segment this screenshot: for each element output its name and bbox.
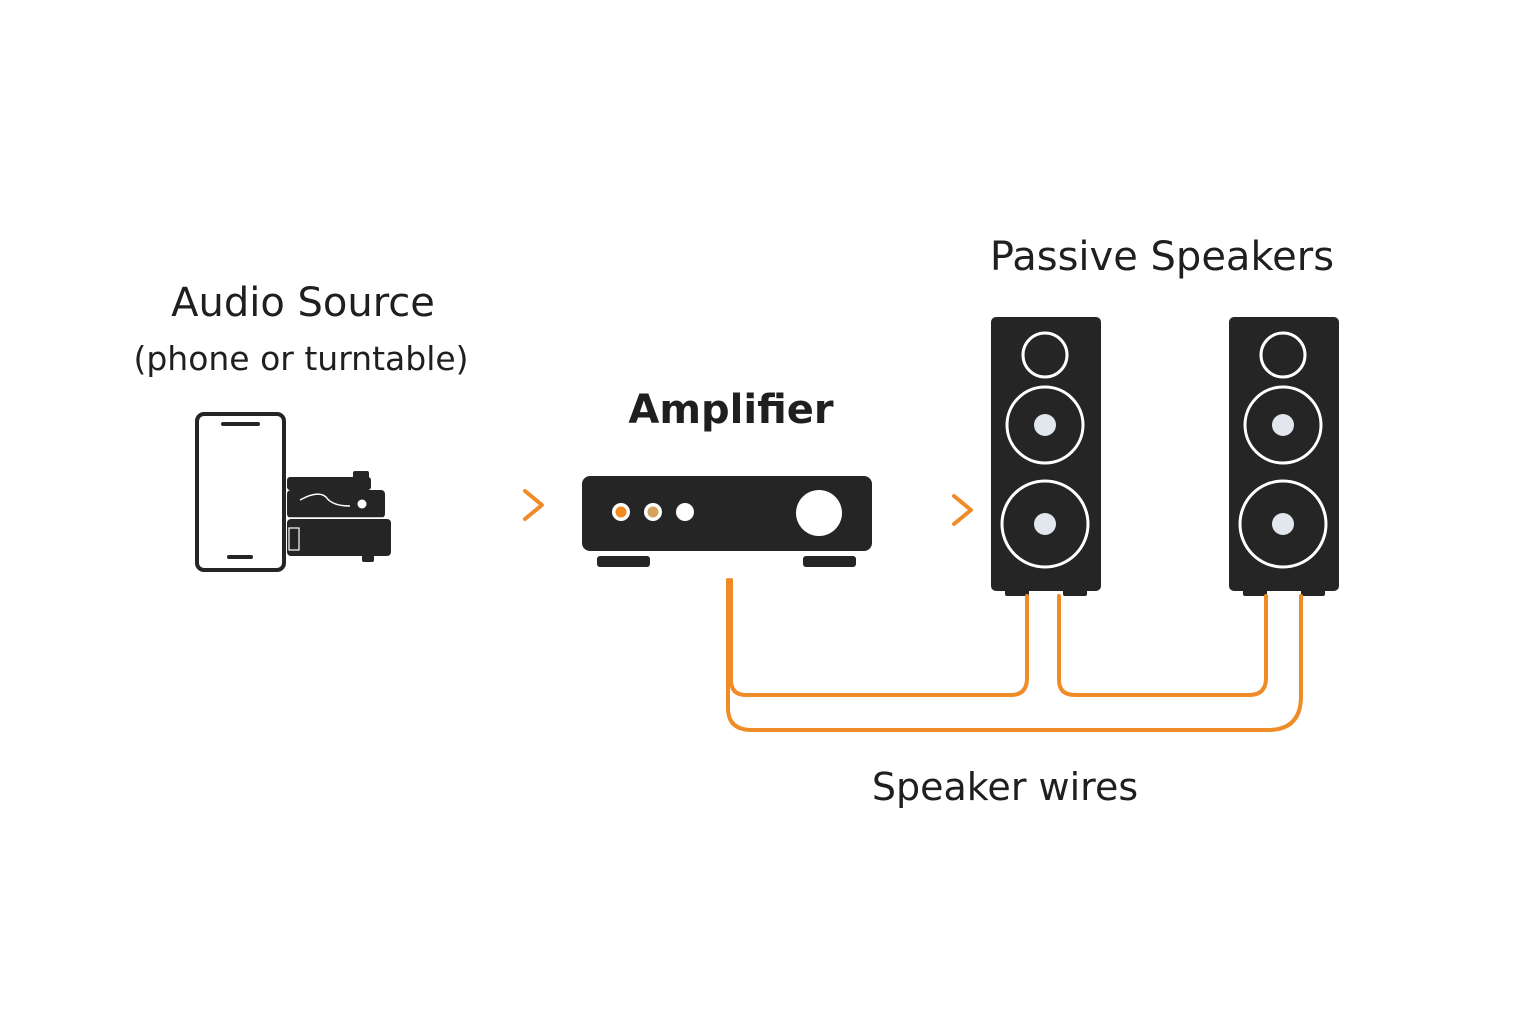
source-to-amplifier-arrow: [412, 489, 544, 521]
amplifier-icon: [582, 476, 872, 567]
speaker-wires-label: Speaker wires: [871, 765, 1139, 809]
left-speaker-icon: [991, 317, 1101, 596]
speaker-wires: [726, 578, 1303, 732]
wire-outer: [726, 578, 1303, 732]
passive-speakers-title: Passive Speakers: [989, 234, 1335, 280]
wire-inner-right: [1057, 594, 1268, 697]
amplifier-title: Amplifier: [628, 387, 834, 433]
amplifier-to-speakers-arrow: [884, 494, 973, 526]
wire-inner-left: [729, 578, 1029, 697]
smartphone-icon: [195, 412, 286, 572]
audio-source-subtitle: (phone or turntable): [133, 339, 469, 378]
turntable-icon: [287, 471, 391, 562]
audio-source-title: Audio Source: [171, 280, 435, 326]
right-speaker-icon: [1229, 317, 1339, 596]
